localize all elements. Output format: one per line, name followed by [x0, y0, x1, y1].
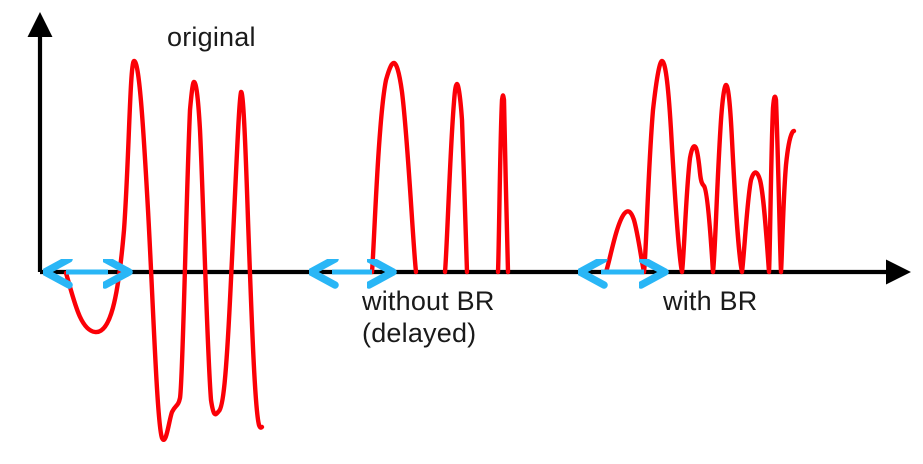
label-original: original — [167, 22, 256, 52]
label-with-br: with BR — [663, 286, 758, 316]
label-without-br: without BR(delayed) — [362, 286, 495, 350]
signal-trace-without-br — [369, 60, 511, 275]
signal-trace-original — [63, 58, 265, 442]
signal-trace-with-br — [603, 58, 797, 275]
label-without-br-line2: (delayed) — [362, 317, 477, 348]
label-without-br-line1: without BR — [362, 286, 495, 316]
